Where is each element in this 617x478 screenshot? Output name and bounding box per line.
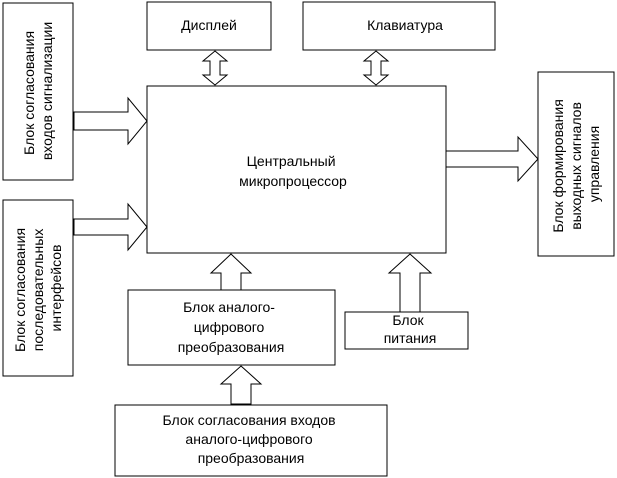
display-block: Дисплей bbox=[146, 1, 272, 51]
power-to-cpu-arrow bbox=[387, 253, 433, 321]
svg-text:Дисплей: Дисплей bbox=[181, 17, 237, 33]
svg-text:Центральный микропроцесс: Центральный микропроцессор bbox=[239, 153, 347, 189]
adc-inputs-label-line-2: аналого-цифрового bbox=[185, 431, 312, 447]
keyboard-cpu-double-arrow bbox=[362, 50, 390, 86]
cpu-label-line-2: микропроцессор bbox=[239, 173, 347, 189]
power-label-line-1: Блок bbox=[392, 312, 424, 328]
keyboard-block: Клавиатура bbox=[302, 1, 496, 51]
adc-label-line-1: Блок аналого- bbox=[183, 299, 275, 315]
serial-interfaces-block: Блок согласования последовательных интер… bbox=[2, 199, 74, 377]
svg-text:Клавиатура: Клавиатура bbox=[367, 17, 443, 33]
display-label: Дисплей bbox=[181, 17, 237, 33]
adc-inputs-to-adc-arrow bbox=[219, 365, 263, 405]
svg-text:Блок согласования входов: Блок согласования входов аналого-цифрово… bbox=[163, 412, 340, 466]
cpu-block: Центральный микропроцессор bbox=[146, 85, 447, 254]
output-signals-label-line-2: выходных сигналов bbox=[568, 102, 584, 230]
svg-text:Блок формирования выходн: Блок формирования выходных сигналов упра… bbox=[550, 95, 602, 232]
power-label-line-2: питания bbox=[384, 330, 437, 346]
cpu-to-output-arrow bbox=[445, 135, 539, 183]
adc-inputs-label-line-3: преобразования bbox=[198, 450, 305, 466]
signal-inputs-to-cpu-arrow bbox=[73, 96, 148, 146]
serial-interfaces-label-line-3: интерфейсов bbox=[48, 245, 64, 332]
keyboard-label: Клавиатура bbox=[367, 17, 443, 33]
adc-to-cpu-arrow bbox=[209, 253, 253, 291]
adc-inputs-label-line-1: Блок согласования входов bbox=[163, 412, 336, 428]
serial-interfaces-label-line-2: последовательных bbox=[30, 229, 46, 352]
output-signals-label-line-1: Блок формирования bbox=[550, 99, 566, 232]
signal-inputs-label-line-1: Блок согласования bbox=[21, 31, 37, 155]
svg-text:Блок аналого- цифрового: Блок аналого- цифрового преобразования bbox=[178, 299, 285, 355]
power-block: Блок питания bbox=[344, 311, 469, 350]
display-cpu-double-arrow bbox=[201, 50, 229, 86]
output-signals-label-line-3: управления bbox=[586, 126, 602, 202]
adc-label-line-3: преобразования bbox=[178, 339, 285, 355]
output-signals-block: Блок формирования выходных сигналов упра… bbox=[537, 71, 615, 257]
signal-inputs-block: Блок согласования входов сигнализации bbox=[2, 2, 74, 181]
serial-interfaces-to-cpu-arrow bbox=[73, 202, 148, 252]
adc-block: Блок аналого- цифрового преобразования bbox=[127, 289, 336, 366]
signal-inputs-label-line-2: входов сигнализации bbox=[39, 22, 55, 160]
cpu-label-line-1: Центральный bbox=[247, 153, 336, 169]
serial-interfaces-label-line-1: Блок согласования bbox=[12, 228, 28, 352]
svg-text:Блок согласования послед: Блок согласования последовательных интер… bbox=[12, 224, 64, 352]
adc-label-line-2: цифрового bbox=[194, 319, 265, 335]
svg-text:Блок питания: Блок питания bbox=[384, 312, 437, 346]
svg-text:Блок согласования входов: Блок согласования входов сигнализации bbox=[21, 22, 55, 160]
adc-inputs-block: Блок согласования входов аналого-цифрово… bbox=[114, 404, 388, 477]
